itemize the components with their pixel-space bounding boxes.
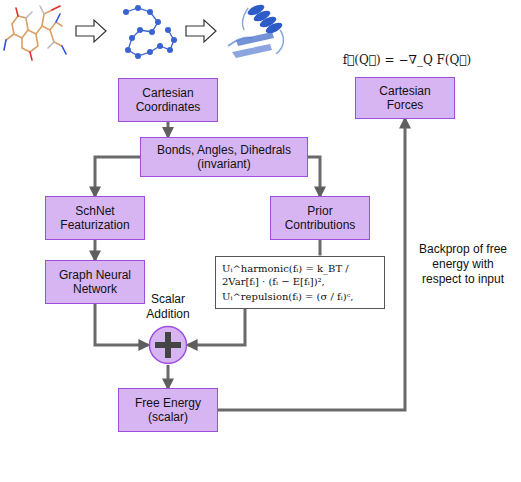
edge-label: Backprop of free energy with respect to … xyxy=(413,241,513,288)
box-label: Cartesian Coordinates xyxy=(125,86,211,115)
box-label: Prior Contributions xyxy=(277,204,363,233)
equation-label: f⃗(Q⃗) = −∇_Q F(Q⃗) xyxy=(330,52,484,69)
sum-symbol xyxy=(148,325,188,365)
process-box: SchNet Featurization xyxy=(45,196,145,240)
output-box: Cartesian Forces xyxy=(355,77,455,119)
flow-arrow xyxy=(167,365,170,388)
input-box: Cartesian Coordinates xyxy=(118,78,218,122)
flow-arrow xyxy=(319,240,322,256)
process-box: Graph Neural Network xyxy=(45,260,145,304)
box-label: SchNet Featurization xyxy=(52,204,138,233)
flow-arrow xyxy=(188,309,245,346)
process-box: Bonds, Angles, Dihedrals (invariant) xyxy=(140,137,308,178)
node-heading: Scalar Addition xyxy=(132,292,204,321)
box-label: Bonds, Angles, Dihedrals (invariant) xyxy=(147,143,301,172)
formula-text: Uᵢ^harmonic(fᵢ) = k_BT / 2Var[fᵢ] · (fᵢ … xyxy=(222,262,378,288)
formula-box: Uᵢ^harmonic(fᵢ) = k_BT / 2Var[fᵢ] · (fᵢ … xyxy=(215,256,385,309)
formula-text: Uᵢ^repulsion(fᵢ) = (σ / fᵢ)ᶜ, xyxy=(222,290,378,303)
protein-ribbon-illustration xyxy=(228,3,284,58)
bead-model-illustration xyxy=(123,5,177,59)
flow-arrow xyxy=(308,157,320,196)
flow-arrow xyxy=(95,304,148,345)
flow-arrow xyxy=(94,240,97,260)
box-label: Cartesian Forces xyxy=(362,84,448,113)
flow-arrow xyxy=(167,122,170,137)
process-box: Prior Contributions xyxy=(270,196,370,240)
box-label: Graph Neural Network xyxy=(52,268,138,297)
molecule-illustration xyxy=(4,6,66,60)
box-label: Free Energy (scalar) xyxy=(125,396,211,425)
output-box: Free Energy (scalar) xyxy=(118,388,218,432)
flow-arrow xyxy=(95,157,140,196)
sum-node: Scalar Addition xyxy=(148,325,188,365)
